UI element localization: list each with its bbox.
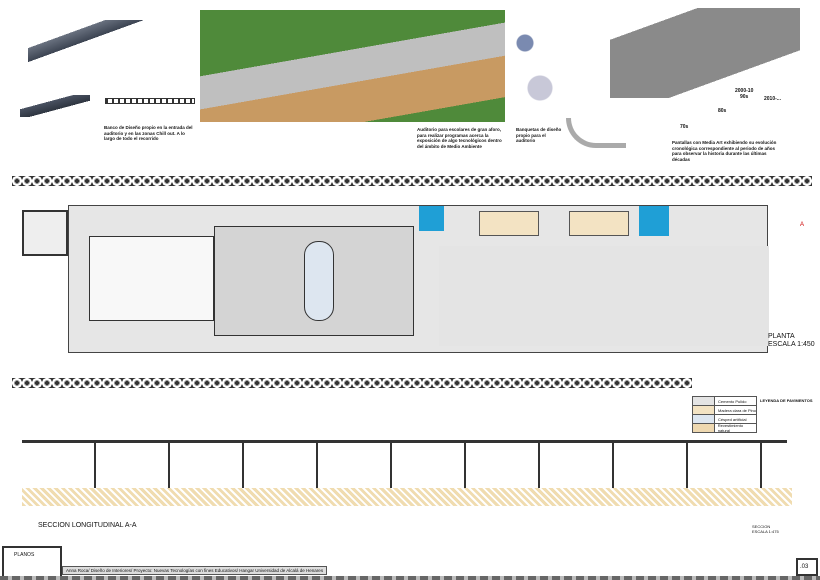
screens-caption: Pantallas con Media Art exhibiendo su ev… xyxy=(672,140,777,162)
legend-item: Cemento Pulido xyxy=(692,397,757,406)
section-ground xyxy=(22,488,792,506)
decade-70s: 70s xyxy=(680,124,689,130)
decade-2000-10: 2000-10 xyxy=(735,88,754,94)
plan-scale: ESCALA 1:450 xyxy=(768,341,815,348)
longitudinal-section xyxy=(22,440,787,490)
stools-render xyxy=(510,25,560,115)
section-scale: ESCALA 1:475 xyxy=(752,529,779,534)
footer-line xyxy=(0,576,820,580)
bench-dimension-drawing xyxy=(105,98,195,104)
decade-90s: 90s xyxy=(740,94,749,100)
pavement-legend: LEYENDA DE PAVIMENTOS Cemento Pulido Mad… xyxy=(692,396,820,433)
decade-80s: 80s xyxy=(718,108,727,114)
bench-render-small xyxy=(28,20,148,70)
sheet-type-box: PLANOS xyxy=(2,546,62,578)
bench-caption: Banco de Diseño propio en la entrada del… xyxy=(104,125,193,141)
auditorium-render xyxy=(200,10,505,122)
plan-title: PLANTA ESCALA 1:450 xyxy=(768,333,815,349)
legend-item: Revestimiento natural xyxy=(692,423,757,433)
floor-plan xyxy=(68,205,769,353)
bench-render xyxy=(20,95,90,117)
wood-floor-2 xyxy=(569,211,629,236)
central-water xyxy=(304,241,334,321)
legend-item: Césped artificial xyxy=(692,415,757,424)
section-title: SECCION LONGITUDINAL A-A xyxy=(38,522,137,529)
legend-item: Madera clara de Pino xyxy=(692,406,757,415)
credits-bar: Anna Roca/ Diseño de Interiores/ Proyect… xyxy=(62,566,328,575)
wood-floor-1 xyxy=(479,211,539,236)
section-scale-label: SECCION ESCALA 1:475 xyxy=(752,524,779,534)
curved-bench-render xyxy=(566,118,626,148)
sheet-number-box: .03 xyxy=(796,558,818,576)
sheet-number: .03 xyxy=(800,564,809,570)
decade-2010: 2010-... xyxy=(764,96,781,102)
plan-title-label: PLANTA xyxy=(768,333,795,340)
blue-accent-1 xyxy=(419,206,444,231)
entrance-pavilion xyxy=(22,210,68,256)
section-label: SECCION xyxy=(752,524,771,529)
auditorium-caption: Auditorio para escolares de gran aforo, … xyxy=(417,127,502,149)
decade-labels: 70s 80s 90s 2000-10 2010-... xyxy=(640,72,800,132)
sheet-type: PLANOS xyxy=(14,552,35,558)
auditorium-zone xyxy=(89,236,214,321)
blue-accent-2 xyxy=(639,206,669,236)
stools-caption: Banquetas de diseño propio para el audit… xyxy=(516,127,562,143)
screens-render xyxy=(610,8,800,98)
section-marker: A xyxy=(800,222,805,228)
media-zone xyxy=(439,246,769,346)
tree-row-bottom xyxy=(12,378,692,388)
tree-row-top xyxy=(12,176,812,186)
legend-title: LEYENDA DE PAVIMENTOS xyxy=(760,398,813,403)
